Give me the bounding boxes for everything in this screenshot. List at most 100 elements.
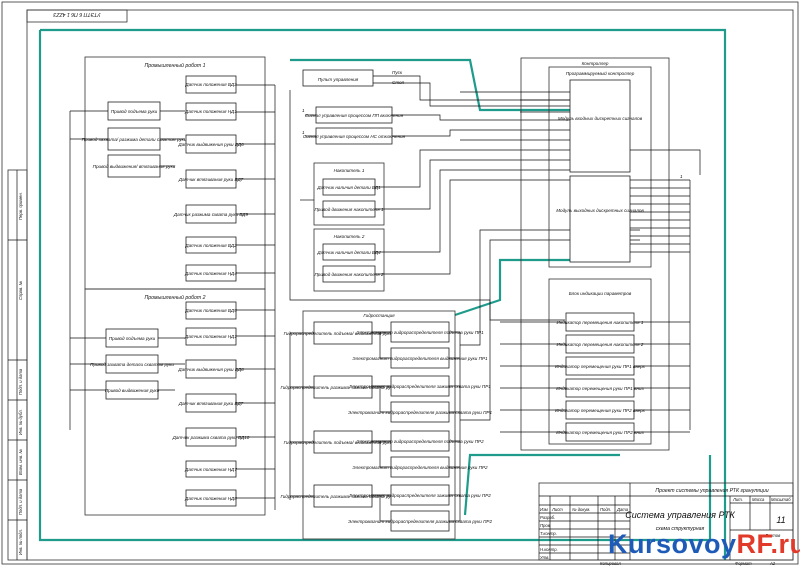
stamp-razrab: Разраб. xyxy=(540,515,555,520)
robot1-grip-drive-label: Привод захвата/ разжима детали схватом р… xyxy=(82,137,187,142)
hydro-dist-2: Гидрораспределитель разжима/ зажима схва… xyxy=(280,385,406,390)
magnet-1: Электромагнит гидрораспределителя подъем… xyxy=(356,330,484,335)
indicator-4: Индикатор перемещения руки ПР1 вниз xyxy=(556,386,644,391)
hydro-dist-4: Гидрораспределитель разжима/ зажима схва… xyxy=(280,494,406,499)
r2-sensor-4: Датчик втягивания руки ВД7 xyxy=(178,401,244,406)
side-podp-data-1: Подп. и дата xyxy=(18,368,23,395)
stamp-prov: Пров. xyxy=(540,523,551,528)
hydro-dist-1: Гидрораспределитель подъема/ выдвижения … xyxy=(284,331,403,336)
r2-sensor-3: Датчик выдвижения руки ВД8 xyxy=(177,367,244,372)
acc2-title: Накопитель 2 xyxy=(334,234,365,239)
magnet-5: Электромагнит гидрораспределителя подъем… xyxy=(356,439,484,444)
signal-off-label: Сигнал управления процессом НС отключени… xyxy=(303,134,406,139)
format-label: Формат xyxy=(735,561,752,566)
start-label: Пуск xyxy=(392,70,403,75)
r2-sensor-2: Датчик положения НД1 xyxy=(184,334,237,339)
indicator-panel-title: Блок индикации параметров xyxy=(569,291,632,296)
robot2-group xyxy=(84,288,266,516)
indicator-6: Индикатор перемещения руки ПР2 вниз xyxy=(556,430,644,435)
stamp-sign: Подп. xyxy=(600,507,611,512)
mark-1c: 1 xyxy=(680,174,683,179)
robot1-title: Промышленный робот 1 xyxy=(144,62,205,69)
side-inv-podl: Инв. № подл. xyxy=(18,529,23,555)
side-podp-data-2: Подп. и дата xyxy=(18,488,23,515)
r1-sensor-2: Датчик положения НД1 xyxy=(184,109,237,114)
hydro-connectors xyxy=(289,229,640,522)
magnet-7: Электромагнит гидрораспределителя зажима… xyxy=(349,493,491,498)
acc1-drive: Привод движения накопителя 1 xyxy=(314,207,384,212)
stamp-nkontr: Н.контр. xyxy=(540,547,558,552)
drawing-title: Система управления РТК xyxy=(625,510,735,520)
acc1-title: Накопитель 1 xyxy=(334,168,365,173)
hydro-magnets: Электромагнит гидрораспределителя подъем… xyxy=(348,321,493,532)
control-panel-box xyxy=(302,69,374,87)
acc2-group xyxy=(313,228,385,292)
stamp-lit: Лит. xyxy=(732,497,743,502)
stamp-utv: Утв. xyxy=(540,555,550,560)
side-inv-dubl: Инв. № дубл. xyxy=(18,409,23,435)
magnet-2: Электромагнит гидрораспределителя выдвиж… xyxy=(352,356,488,361)
acc1-sensor: Датчик наличия детали ВД1 xyxy=(316,185,381,190)
stamp-listov: Листов xyxy=(764,533,781,538)
r2-sensor-6: Датчик положения НД7 xyxy=(184,467,237,472)
control-panel-label: Пульт управления xyxy=(318,77,359,82)
side-perv: Перв. примен. xyxy=(18,192,23,220)
plc-input-label: Модуль входных дискретных сигналов xyxy=(558,116,643,121)
stamp-izm: Изм xyxy=(540,507,548,512)
teal-link-2 xyxy=(454,258,625,317)
sheet-top-title: Проект системы управления РТК грануляции xyxy=(655,488,768,494)
watermark-part-a: Kursovoy xyxy=(608,529,737,559)
robot1-sensors: Датчик положения ВД3 Датчик положения НД… xyxy=(173,75,249,282)
indicator-1: Индикатор перемещения накопителя 1 xyxy=(557,320,644,325)
robot2-sensors: Датчик положения ВД5 Датчик положения НД… xyxy=(172,301,250,507)
side-column xyxy=(7,169,28,561)
stamp-list: Лист xyxy=(551,507,563,512)
r1-sensor-5: Датчик разжима схвата руки ВД9 xyxy=(173,212,249,217)
plc-input-lines xyxy=(460,91,570,141)
drawing-frame xyxy=(26,9,794,561)
watermark: KursovoyRF.ru xyxy=(608,529,800,560)
indicator-connectors xyxy=(500,321,690,433)
plc-input-module xyxy=(569,79,631,173)
hydro-distributors: Гидрораспределитель подъема/ выдвижения … xyxy=(280,321,406,508)
acc2-drive: Привод движения накопителя 2 xyxy=(314,272,384,277)
robot2-actuators: Привод подъема руки Привод захвата детал… xyxy=(90,328,174,400)
indicator-panel-group xyxy=(548,278,652,445)
r2-sensor-7: Датчик положения НД8 xyxy=(184,496,237,501)
robot-connectors xyxy=(69,84,276,510)
robot2-grip-drive-label: Привод захвата детали схватом руки xyxy=(90,362,174,367)
r1-sensor-6: Датчик положения ВД2 xyxy=(184,243,237,248)
stamp-doc: № докум. xyxy=(572,507,590,512)
stamp-date: Дата xyxy=(616,507,629,512)
mark-1b: 1 xyxy=(302,130,305,135)
stop-label: Стоп xyxy=(392,80,405,85)
signal-on-label: Сигнал управления процессом ПП включения xyxy=(305,113,404,118)
corner-code: УТЭТП 6 П6 1 4ZZ3 xyxy=(53,11,100,17)
robot2-lift-drive-label: Привод подъема руки xyxy=(109,336,156,341)
robot2-extend-drive-label: Привод выдвижения руки xyxy=(105,388,160,393)
plc-group xyxy=(548,66,652,268)
robot1-lift-drive-label: Привод подъема руки xyxy=(111,109,158,114)
controller-title: Контроллер xyxy=(582,61,609,66)
indicator-2: Индикатор перемещения накопителя 2 xyxy=(557,342,644,347)
indicator-items: Индикатор перемещения накопителя 1 Индик… xyxy=(555,312,646,442)
indicator-3: Индикатор перемещения руки ПР1 вверх xyxy=(555,364,645,369)
teal-link-1 xyxy=(290,58,570,112)
stamp-tkontr: Т.контр. xyxy=(540,531,557,536)
robot1-extend-drive-label: Привод выдвижения/ втягивания руки xyxy=(93,164,176,169)
hydro-title: Гидростанция xyxy=(363,313,395,318)
r1-sensor-1: Датчик положения ВД3 xyxy=(184,82,237,87)
acc2-sensor: Датчик наличия детали ВД4 xyxy=(316,250,381,255)
r2-sensor-5: Датчик разжима схвата руки ВД10 xyxy=(172,435,250,440)
teal-bus-left xyxy=(38,30,712,542)
format-value: А2 xyxy=(769,561,776,566)
r1-sensor-3: Датчик выдвижения руки ВД6 xyxy=(177,142,244,147)
controller-group xyxy=(520,57,670,451)
magnet-6: Электромагнит гидрораспределителя выдвиж… xyxy=(352,465,488,470)
corner-code-box xyxy=(26,9,128,23)
magnet-8: Электромагнит гидрораспределителя разжим… xyxy=(348,519,493,524)
indicator-5: Индикатор перемещения руки ПР2 вверх xyxy=(555,408,645,413)
